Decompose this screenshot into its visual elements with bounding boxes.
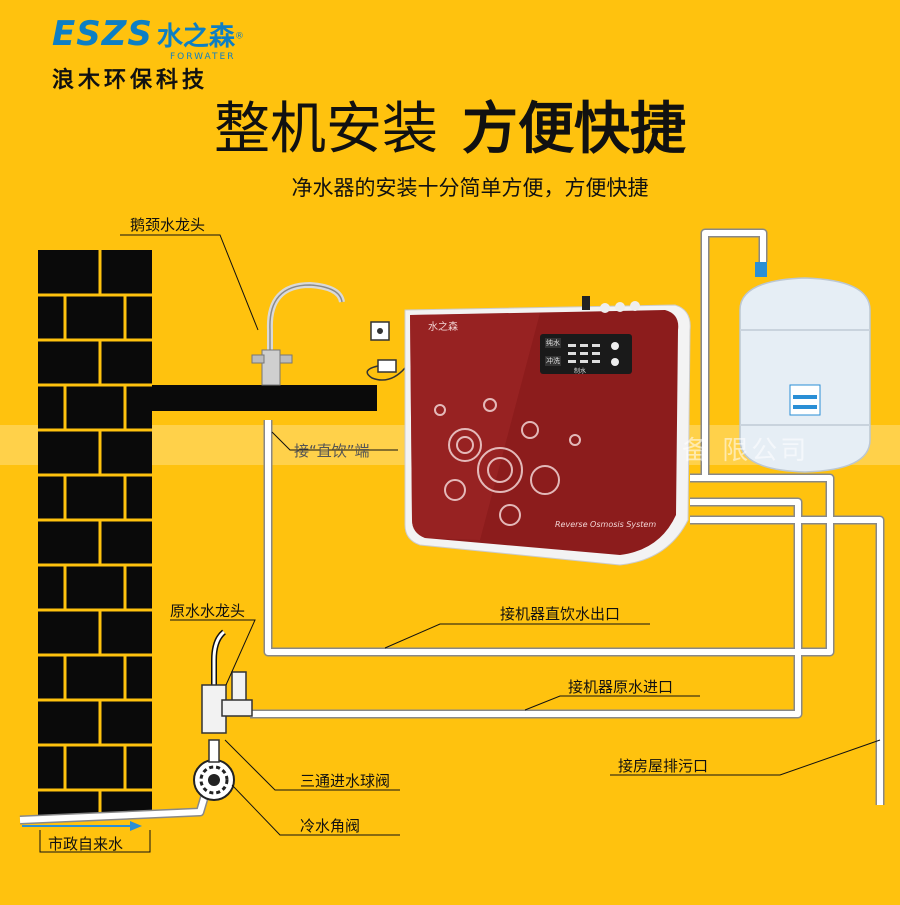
label-cold-angle-valve: 冷水角阀 [300,817,361,835]
subline: 净水器的安装十分简单方便，方便快捷 [291,176,649,200]
headline-normal: 整机安装 [214,97,438,162]
label-house-drain: 接房屋排污口 [618,757,709,775]
headline-bold: 方便快捷 [462,97,686,162]
label-machine-inlet: 接机器原水进口 [568,678,674,696]
countertop [152,385,377,411]
gooseneck-faucet-icon [251,281,345,386]
water-purifier-device [404,296,691,566]
panel-left-bottom: 冲洗 [546,357,560,365]
device-logo: 水之森 [428,322,458,333]
label-municipal-water: 市政自来水 [48,835,124,853]
panel-right: 制水 [574,368,587,375]
device-caption: Reverse Osmosis System [555,520,657,529]
pressure-tank [739,262,871,473]
angle-valve-icon [193,739,235,801]
pipes [19,228,885,825]
company-name: 浪木环保科技 [52,68,209,93]
registered-mark: ® [234,31,244,42]
headline: 整机安装方便快捷 [0,84,900,165]
label-direct-drink-end: 接“直饮”端 [294,442,370,460]
brick-wall [38,250,152,815]
label-gooseneck-faucet: 鹅颈水龙头 [130,216,206,234]
label-raw-water-faucet: 原水水龙头 [170,602,246,620]
label-machine-outlet: 接机器直饮水出口 [500,605,621,623]
logo-mark: ESZS [52,14,153,54]
watermark: 备 限公司 [682,436,810,466]
logo-sub: FORWATER [170,52,236,62]
label-three-way-valve: 三通进水球阀 [300,772,391,790]
raw-water-faucet-icon [201,629,253,734]
flow-arrow-icon [22,821,142,831]
leader-lines [39,234,881,853]
power-socket-icon [366,321,406,381]
panel-left-top: 纯水 [546,339,560,347]
logo-cn: 水之森 [156,22,235,52]
